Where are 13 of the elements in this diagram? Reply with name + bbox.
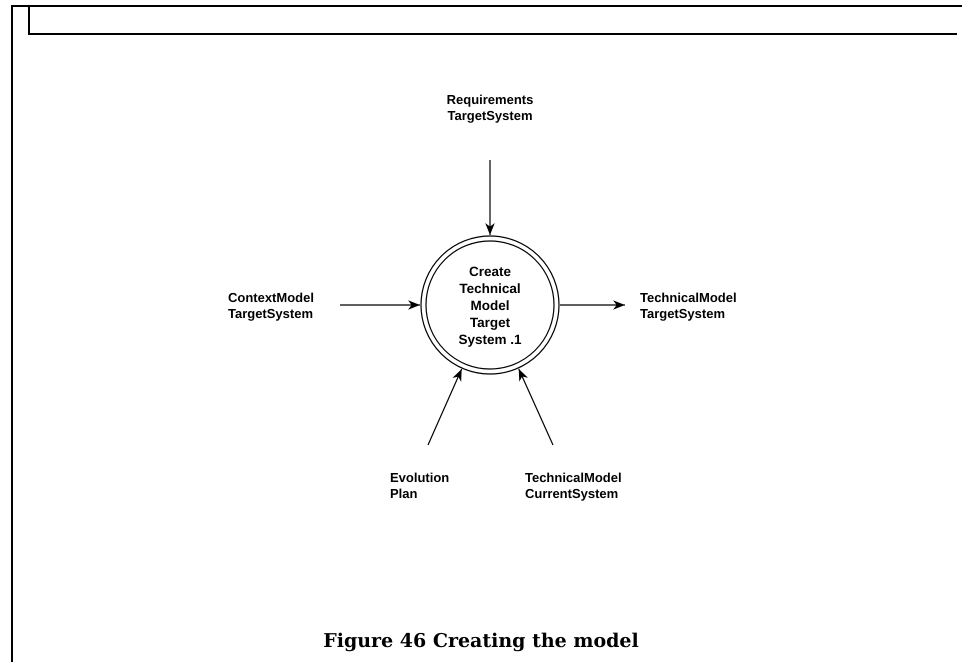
arrow [518,368,554,446]
arrow [485,160,495,235]
process-circle [420,235,560,375]
data-flow-label: ContextModel TargetSystem [228,290,338,322]
data-flow-label: Evolution Plan [390,470,470,502]
arrow [560,300,625,310]
data-flow-label: TechnicalModel TargetSystem [640,290,760,322]
process-label: Create Technical Model Target System .1 [457,262,523,348]
data-flow-label: Requirements TargetSystem [430,92,550,124]
data-flow-label: TechnicalModel CurrentSystem [525,470,655,502]
figure-caption: Figure 46 Creating the model [322,630,640,652]
arrow [427,368,462,446]
arrow [340,300,420,310]
